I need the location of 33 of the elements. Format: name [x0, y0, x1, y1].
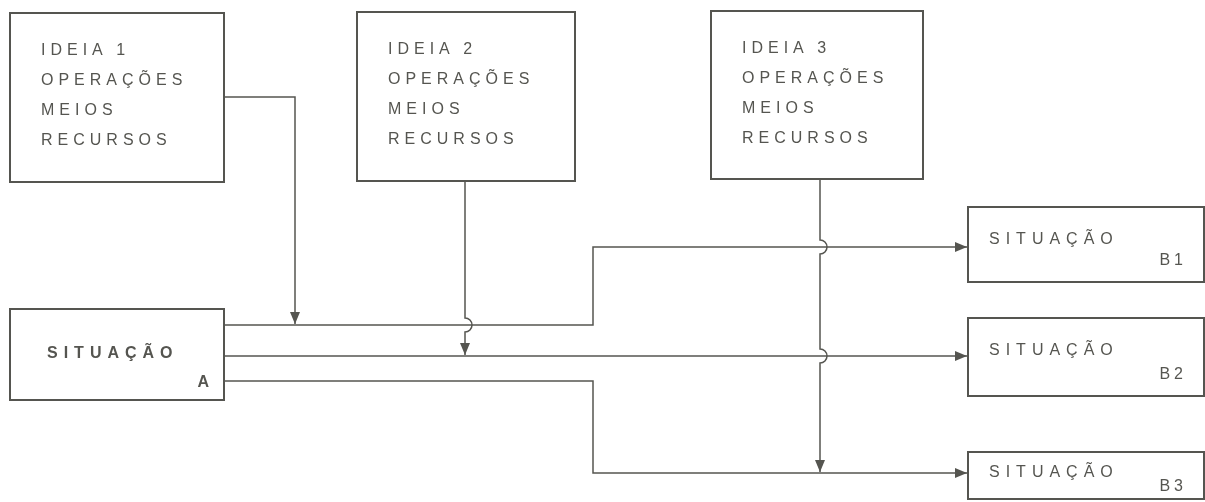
- situation-label: SITUAÇÃO: [989, 341, 1119, 359]
- box-text: RECURSOS: [742, 130, 874, 146]
- situation-box: [967, 317, 1205, 397]
- idea-box: [9, 12, 225, 183]
- situation-label: SITUAÇÃO: [47, 344, 179, 362]
- situation-box: [9, 308, 225, 401]
- arrow: [224, 96, 300, 325]
- arrow: [815, 179, 828, 473]
- situation-index: A: [197, 373, 213, 391]
- box-text: OPERAÇÕES: [41, 72, 189, 88]
- situation-box: [967, 451, 1205, 500]
- box-text: OPERAÇÕES: [742, 70, 890, 86]
- box-text: OPERAÇÕES: [388, 71, 536, 87]
- box-text: IDEIA 1: [41, 42, 132, 58]
- situation-index: B1: [1159, 251, 1187, 269]
- arrow: [224, 380, 968, 478]
- box-text: IDEIA 2: [388, 41, 479, 57]
- situation-label: SITUAÇÃO: [989, 463, 1119, 481]
- arrow: [460, 181, 473, 356]
- idea-box: [356, 11, 576, 182]
- arrow: [224, 351, 968, 361]
- box-text: MEIOS: [742, 100, 820, 116]
- arrow: [224, 242, 968, 326]
- box-text: IDEIA 3: [742, 40, 833, 56]
- situation-label: SITUAÇÃO: [989, 230, 1119, 248]
- box-text: MEIOS: [41, 102, 119, 118]
- situation-index: B2: [1159, 365, 1187, 383]
- box-text: RECURSOS: [41, 132, 173, 148]
- situation-box: [967, 206, 1205, 283]
- box-text: RECURSOS: [388, 131, 520, 147]
- idea-box: [710, 10, 924, 180]
- situation-index: B3: [1159, 477, 1187, 495]
- box-text: MEIOS: [388, 101, 466, 117]
